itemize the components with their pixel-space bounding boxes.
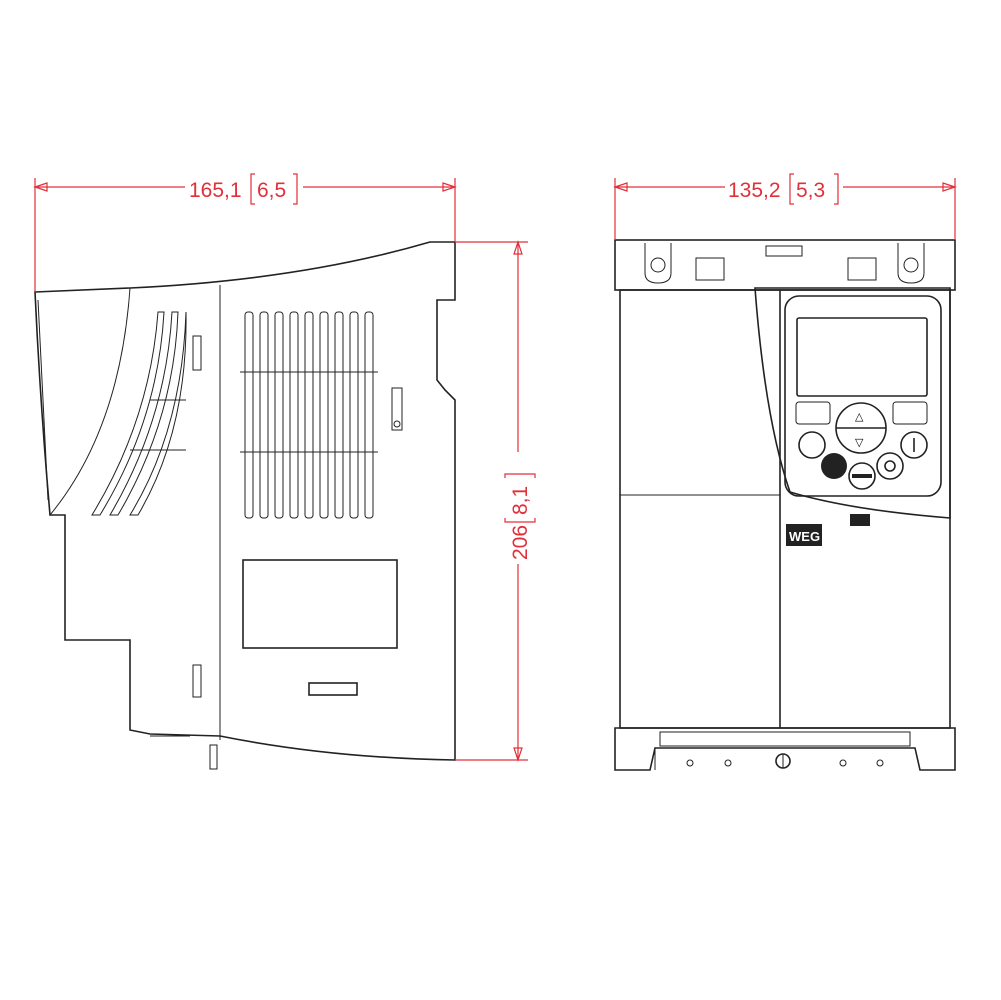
svg-text:WEG: WEG <box>789 529 820 544</box>
bottom-mount-plate <box>614 727 956 771</box>
width-in-label: 6,5 <box>257 179 286 202</box>
vent-slots-straight <box>240 311 378 519</box>
side-width-dimension: 165,1 6,5 <box>33 172 457 292</box>
mount-hole-right <box>897 243 925 284</box>
height-dimension: 206 8,1 <box>455 240 536 762</box>
front-width-dimension: 135,2 5,3 <box>613 172 957 240</box>
up-arrow-icon: △ <box>855 410 864 423</box>
weg-logo: WEG <box>786 524 822 546</box>
height-in-label: 8,1 <box>509 486 532 515</box>
display-screen <box>796 317 928 397</box>
vent-slots-curved <box>91 311 187 516</box>
width-mm-label: 165,1 <box>189 179 242 202</box>
side-view <box>34 241 456 770</box>
keypad-panel: △ ▽ <box>754 287 951 519</box>
front-view: △ ▽ WEG <box>614 239 956 771</box>
front-width-mm-label: 135,2 <box>728 179 781 202</box>
down-arrow-icon: ▽ <box>855 436 864 449</box>
front-width-in-label: 5,3 <box>796 179 825 202</box>
mount-hole-left <box>644 243 672 284</box>
label-area <box>242 559 398 649</box>
height-mm-label: 206 <box>509 525 532 560</box>
